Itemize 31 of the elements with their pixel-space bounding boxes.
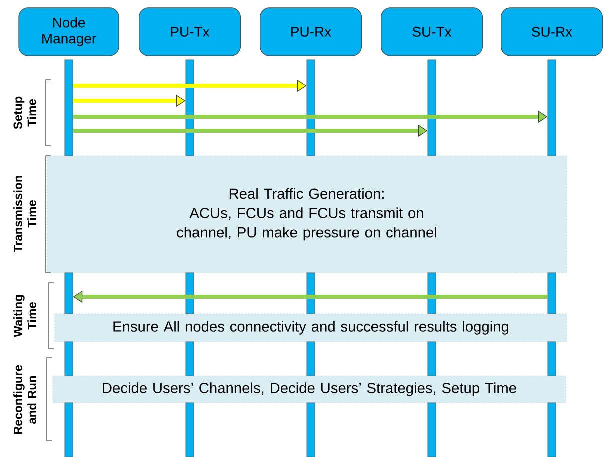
lifeline-bar [186, 342, 194, 376]
lifeline-bar [64, 402, 74, 457]
lifeline-bar [306, 342, 316, 376]
phase-label: Setup Time [14, 96, 36, 130]
participant-box: SU-Rx [501, 8, 603, 56]
lifeline-bar [186, 402, 194, 457]
participant-box: Node Manager [18, 8, 120, 56]
participant-box: PU-Rx [260, 8, 362, 56]
lifeline-bar [428, 272, 436, 314]
participant-box: PU-Tx [139, 8, 241, 56]
participant-box: SU-Tx [381, 8, 483, 56]
lifeline-bar [64, 342, 74, 376]
lifeline-bar [428, 60, 436, 156]
lifeline-bar [428, 402, 436, 457]
phase-label: Waiting Time [14, 295, 36, 338]
lifeline-bar [306, 60, 316, 156]
lifeline-bar [306, 272, 316, 314]
phase-band: Decide Users’ Channels, Decide Users’ Strategies, Setup Time [52, 376, 566, 404]
lifeline-bar [548, 342, 556, 376]
lifeline-bar [428, 342, 436, 376]
phase-band: Ensure All nodes connectivity and successful results logging [54, 314, 568, 342]
lifeline-bar [64, 272, 74, 314]
lifeline-bar [548, 60, 556, 156]
phase-label: Transmission Time [14, 176, 36, 253]
phase-label: Reconfigure and Run [14, 365, 36, 434]
lifeline-bar [548, 402, 556, 457]
lifeline-bar [306, 402, 316, 457]
phase-band: Real Traffic Generation: ACUs, FCUs and FCUs transmit on channel, PU make pressure on channel [46, 156, 568, 274]
lifeline-bar [64, 60, 74, 156]
lifeline-bar [186, 272, 194, 314]
lifeline-bar [548, 272, 556, 314]
